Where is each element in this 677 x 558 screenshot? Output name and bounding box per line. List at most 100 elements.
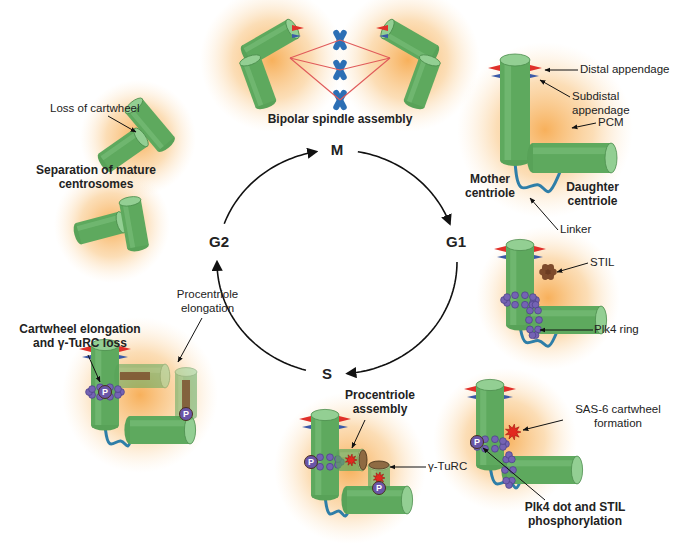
plk4-dot [89, 386, 96, 393]
centriole-top [118, 195, 141, 207]
plk4-dot [527, 326, 534, 333]
centriole-top [605, 143, 617, 173]
stil-protein [539, 264, 556, 280]
plk4-dot [327, 463, 334, 470]
centriole [238, 52, 277, 111]
centriole-shade [507, 460, 577, 466]
distal-appendage [530, 65, 542, 71]
spindle-fiber [290, 40, 340, 58]
centriole-barrel [91, 345, 119, 425]
stil-lobe [548, 264, 554, 270]
centriole [72, 211, 129, 246]
centriole-shade [510, 245, 516, 325]
centriole [500, 54, 530, 166]
phosphorylation-mark: P [372, 481, 386, 495]
centriole-top [571, 456, 582, 484]
phosphorylation-mark: P [470, 435, 484, 449]
pcm-glow [476, 226, 620, 370]
centriole [91, 339, 119, 430]
plk4-dot [522, 292, 529, 299]
leader-line [178, 318, 202, 362]
plk4-dot [504, 294, 511, 301]
cell-cycle [217, 152, 457, 374]
leader-line [88, 355, 100, 382]
phase-label: M [325, 141, 349, 159]
cycle-arrow [358, 152, 450, 224]
distal-appendage [464, 386, 476, 392]
centriole [114, 364, 170, 388]
centriole-top [311, 409, 339, 420]
centriole-top [131, 126, 151, 149]
subdistal-appendage [292, 34, 301, 38]
subdistal-appendage [467, 395, 476, 399]
phospho-label: P [373, 482, 385, 494]
phase-label: G2 [206, 233, 232, 251]
phosphorylation-mark: P [98, 385, 112, 399]
part-label: Plk4 ring [594, 323, 664, 337]
spindle-fiber [340, 58, 390, 100]
plk4-dot [503, 477, 510, 484]
centriole [311, 409, 339, 500]
plk4-dot [508, 456, 515, 463]
plk4-dot [492, 436, 499, 443]
part-title: Mother centriole [455, 172, 525, 201]
plk4-dot [530, 294, 537, 301]
centriole-barrel [311, 415, 339, 495]
leader-line [557, 263, 588, 272]
stage-title: Cartwheel elongation and γ-TuRC loss [10, 322, 150, 351]
part-title: Daughter centriole [555, 180, 630, 209]
centriole-barrel [507, 456, 577, 484]
centriole [336, 449, 367, 471]
leaders [88, 70, 596, 500]
centriole-top [238, 52, 262, 68]
subdistal-appendage [491, 74, 500, 78]
phase-label: G1 [443, 233, 469, 251]
centriole [527, 143, 617, 173]
plk4-dot [502, 467, 509, 474]
centriole-top [368, 462, 390, 471]
centriole [501, 456, 582, 484]
centriole-shade [244, 22, 291, 52]
phase-label: S [315, 365, 339, 383]
gamma-turc [369, 461, 389, 469]
centriole-shade [122, 202, 135, 248]
phosphorylation-mark: P [179, 407, 193, 421]
centriole-barrel [500, 60, 530, 160]
centriole-shade [243, 61, 263, 106]
plk4-dot [535, 307, 542, 314]
distal-appendage [504, 386, 516, 392]
part-label: γ-TuRC [428, 460, 478, 474]
annotation-label: Loss of cartwheel [50, 102, 150, 116]
plk4-dot [512, 301, 519, 308]
centriole-barrel [119, 364, 165, 388]
subdistal-appendage [530, 74, 539, 78]
centriole-top [401, 486, 412, 514]
centriole-shade [101, 131, 140, 160]
leader-line [540, 80, 570, 97]
plk4-dot [115, 386, 122, 393]
distal-appendage [488, 65, 500, 71]
centriole [175, 368, 197, 421]
plk4-dot [522, 301, 529, 308]
centriole [476, 379, 504, 470]
sas6-cartwheel [505, 424, 521, 440]
plk4-dot [512, 292, 519, 299]
plk4-dot [327, 454, 334, 461]
subdistal-appendage [504, 395, 513, 399]
centriole-shade [407, 58, 427, 103]
centriole-barrel [476, 385, 504, 465]
pcm-glows [54, 0, 633, 544]
distal-appendage [339, 416, 351, 422]
stage-title: Bipolar spindle assembly [240, 112, 440, 126]
plk4-dot [500, 438, 507, 445]
centriole [402, 52, 441, 111]
centriole-shade [505, 60, 512, 160]
phospho-label: P [99, 386, 111, 398]
part-label: Distal appendage [580, 63, 677, 77]
leader-line [572, 123, 596, 128]
stage-title: Plk4 dot and STIL phosphorylation [500, 500, 650, 529]
subdistal-appendage [379, 34, 388, 38]
cartwheel-core [182, 380, 190, 410]
stage-title: Procentriole assembly [335, 388, 425, 417]
